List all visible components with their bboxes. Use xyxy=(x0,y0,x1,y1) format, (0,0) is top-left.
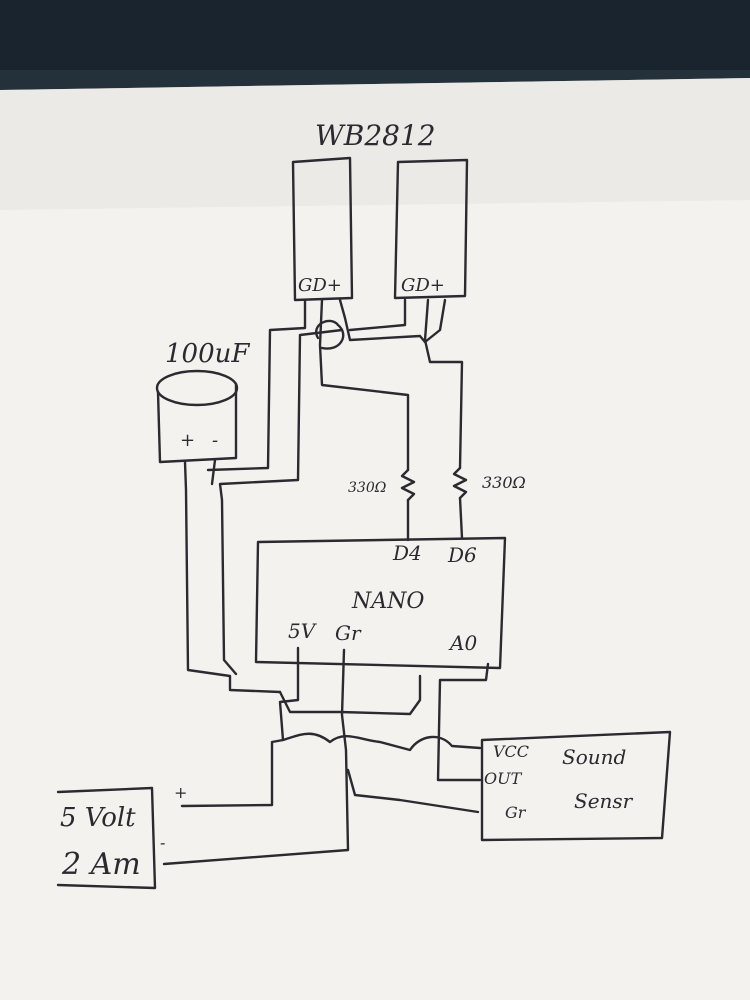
capacitor-minus: - xyxy=(212,430,218,451)
wire-strip-data-right xyxy=(423,298,464,470)
wire-nano-a0 xyxy=(436,662,490,782)
wire-strip-plus-bus xyxy=(218,328,344,676)
nano-pin-5v: 5V xyxy=(288,619,318,643)
sound-sensor-board xyxy=(480,730,672,842)
wire-resistor-right-d6 xyxy=(458,496,464,540)
sensor-pin-vcc: VCC xyxy=(493,742,529,761)
wire-strip-right-ground xyxy=(348,298,407,332)
sensor-pin-gr: Gr xyxy=(505,803,527,822)
supply-plus: + xyxy=(174,783,187,802)
wire-strip-ground-bus xyxy=(206,298,307,472)
nano-title: NANO xyxy=(351,589,424,614)
wire-bus-join xyxy=(278,674,422,716)
wire-strip-plus-right xyxy=(423,298,447,344)
power-supply-box xyxy=(56,786,157,890)
capacitor-plus: + xyxy=(180,430,195,451)
resistor-right-label: 330Ω xyxy=(482,473,526,492)
paper-shading xyxy=(0,78,750,210)
strip-title: WB2812 xyxy=(315,119,436,152)
wire-5v-to-vcc xyxy=(281,732,482,752)
sensor-pin-out: OUT xyxy=(484,769,523,788)
nano-pin-d6: D6 xyxy=(447,543,477,567)
wire-strip-plus-left xyxy=(338,298,427,344)
wire-strip-data-left xyxy=(318,298,410,472)
wire-nano-gr xyxy=(162,648,350,866)
supply-line-2: 2 Am xyxy=(61,847,141,882)
sensor-title-line-1: Sound xyxy=(562,745,626,769)
wire-loop xyxy=(315,319,345,350)
capacitor-top xyxy=(155,369,239,407)
strip-left-pins: GD+ xyxy=(298,275,342,296)
wire-capacitor-plus xyxy=(183,460,282,694)
resistor-right-symbol xyxy=(452,466,468,500)
led-strip-left xyxy=(291,156,354,302)
fabric-shadow-top xyxy=(0,0,750,70)
led-strip-right xyxy=(393,158,469,300)
nano-pin-a0: A0 xyxy=(448,631,477,655)
wire-gr-to-sensor xyxy=(346,768,480,814)
supply-line-1: 5 Volt xyxy=(60,803,136,833)
strip-right-pins: GD+ xyxy=(401,275,445,296)
supply-minus: - xyxy=(160,833,165,852)
resistor-left-symbol xyxy=(400,468,416,502)
sensor-title-line-2: Sensr xyxy=(574,789,634,813)
nano-board xyxy=(254,536,507,670)
capacitor-value: 100uF xyxy=(165,339,250,369)
resistor-left-label: 330Ω xyxy=(348,480,387,496)
capacitor-body xyxy=(156,382,238,464)
wire-capacitor-minus xyxy=(210,458,217,486)
nano-pin-gr: Gr xyxy=(335,621,362,645)
nano-pin-d4: D4 xyxy=(392,541,422,565)
